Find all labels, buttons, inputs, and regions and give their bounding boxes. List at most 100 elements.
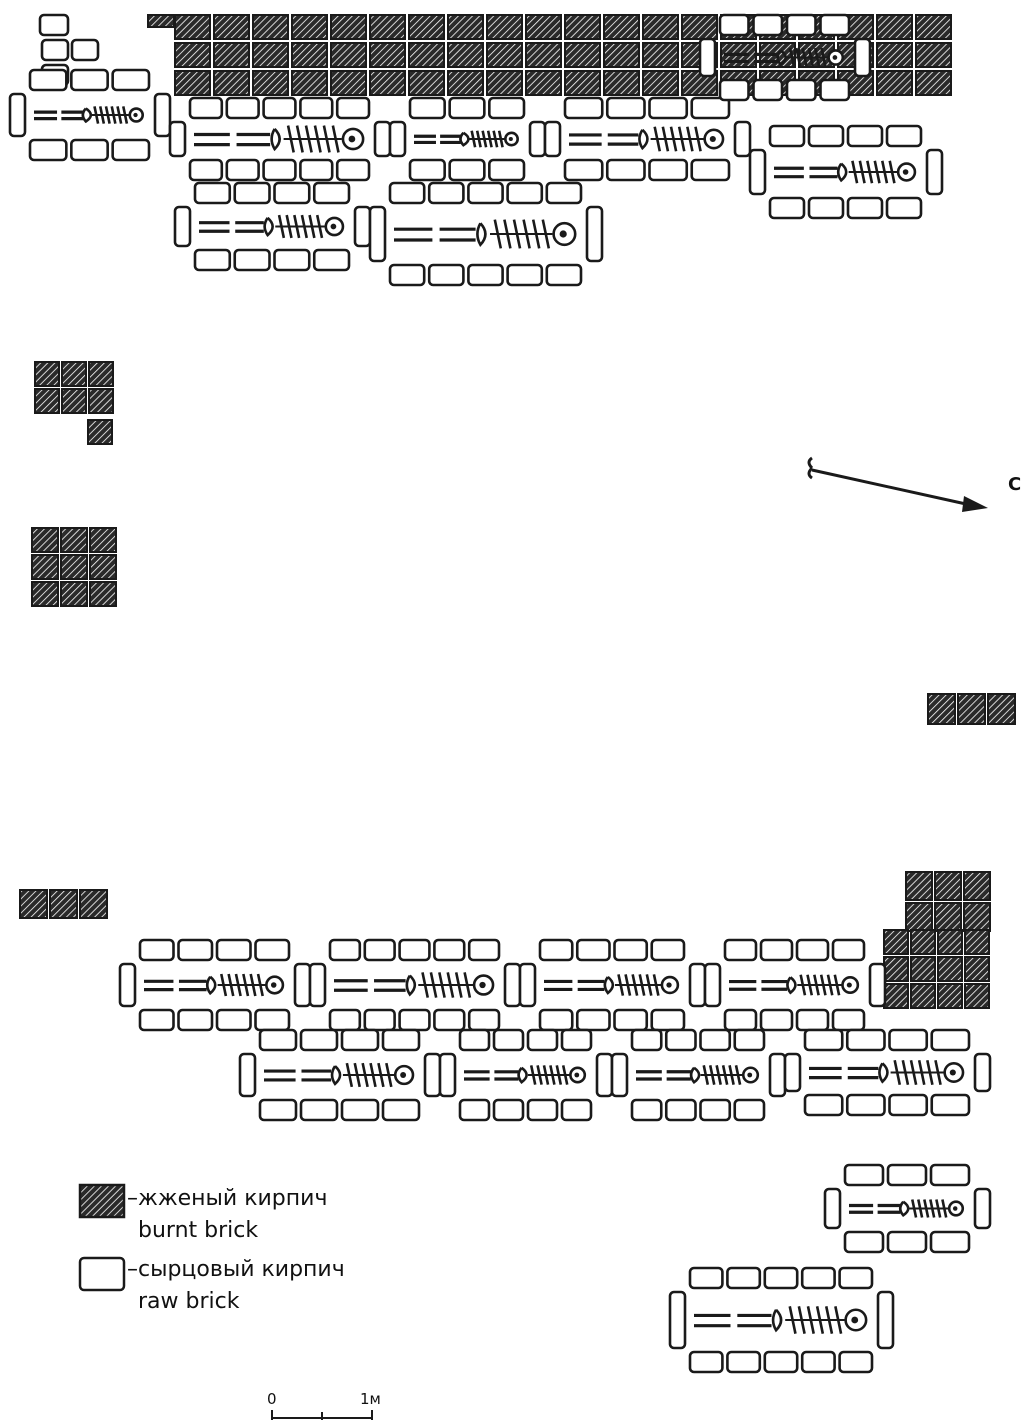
raw-brick <box>885 124 923 148</box>
burnt-brick <box>252 70 289 96</box>
raw-brick <box>173 205 192 248</box>
burnt-brick <box>408 42 445 68</box>
burnt-brick <box>31 581 59 607</box>
legend-raw-label-ru: сырцовый кирпич <box>138 1257 345 1282</box>
raw-brick <box>783 1052 802 1093</box>
raw-brick <box>929 1230 971 1254</box>
burnt-brick <box>642 42 679 68</box>
raw-brick <box>258 1098 298 1122</box>
raw-brick <box>368 205 387 263</box>
skeleton-icon <box>34 106 145 124</box>
skeleton-icon <box>199 214 345 239</box>
burnt-brick <box>681 14 718 40</box>
raw-brick <box>448 96 486 120</box>
raw-brick <box>690 96 731 120</box>
skeleton-icon <box>774 160 917 184</box>
raw-brick <box>528 120 547 158</box>
raw-brick <box>807 196 845 220</box>
burnt-brick <box>330 70 367 96</box>
burnt-brick <box>915 70 952 96</box>
raw-brick <box>690 158 731 182</box>
raw-brick <box>518 962 537 1008</box>
raw-brick <box>538 1008 574 1032</box>
burnt-brick <box>87 419 113 445</box>
raw-brick <box>888 1028 929 1052</box>
raw-brick <box>763 1350 799 1374</box>
skeleton-icon <box>264 1062 415 1088</box>
raw-brick <box>225 158 260 182</box>
burnt-brick <box>603 70 640 96</box>
raw-brick-layer <box>8 13 992 1374</box>
raw-brick <box>262 96 297 120</box>
skeleton-icon <box>464 1065 587 1085</box>
burnt-brick <box>937 983 963 1009</box>
burnt-brick <box>369 42 406 68</box>
raw-brick <box>752 13 784 37</box>
raw-brick <box>118 962 137 1008</box>
raw-brick <box>233 248 271 272</box>
raw-brick <box>538 938 574 962</box>
north-label: С <box>1008 474 1021 495</box>
raw-brick <box>752 78 784 102</box>
burnt-brick <box>915 42 952 68</box>
legend-raw-label-en: raw brick <box>138 1289 240 1314</box>
burnt-brick <box>79 889 108 919</box>
raw-brick <box>215 1008 252 1032</box>
raw-brick <box>831 1008 866 1032</box>
raw-brick <box>718 78 750 102</box>
raw-brick <box>800 1266 836 1290</box>
raw-brick <box>40 38 70 62</box>
raw-brick <box>630 1098 663 1122</box>
raw-brick <box>803 1028 844 1052</box>
raw-brick <box>876 1290 895 1350</box>
raw-brick <box>328 938 362 962</box>
raw-brick <box>930 1093 971 1117</box>
raw-brick <box>648 158 689 182</box>
raw-brick <box>925 148 944 196</box>
raw-brick <box>563 96 604 120</box>
raw-brick <box>831 938 866 962</box>
burnt-brick <box>147 14 175 28</box>
raw-brick <box>423 1052 442 1098</box>
raw-brick <box>138 938 175 962</box>
burnt-brick <box>486 42 523 68</box>
raw-brick <box>299 96 334 120</box>
burnt-brick <box>486 70 523 96</box>
burnt-brick <box>31 554 59 580</box>
skeleton-icon <box>544 974 680 996</box>
raw-brick <box>28 138 68 162</box>
raw-brick <box>886 1230 928 1254</box>
burnt-brick <box>910 956 936 982</box>
raw-brick <box>273 248 311 272</box>
raw-brick <box>488 158 526 182</box>
raw-brick <box>238 1052 257 1098</box>
raw-brick <box>254 1008 291 1032</box>
raw-brick <box>846 196 884 220</box>
burnt-brick <box>934 871 962 901</box>
burnt-brick <box>330 42 367 68</box>
raw-brick <box>363 938 396 962</box>
raw-brick <box>726 1266 762 1290</box>
raw-brick <box>650 938 686 962</box>
raw-brick <box>408 96 446 120</box>
raw-brick <box>668 1290 687 1350</box>
raw-brick <box>293 962 312 1008</box>
raw-brick <box>312 181 351 205</box>
raw-brick <box>846 124 884 148</box>
raw-brick <box>299 1028 339 1052</box>
raw-brick <box>605 96 646 120</box>
skeleton-icon <box>569 126 725 152</box>
raw-brick <box>785 13 817 37</box>
raw-brick <box>763 1266 799 1290</box>
burnt-brick <box>905 902 933 932</box>
raw-brick <box>545 181 583 205</box>
raw-brick <box>448 158 486 182</box>
skeleton-icon <box>144 973 285 997</box>
raw-brick <box>433 938 466 962</box>
raw-brick <box>299 1098 339 1122</box>
raw-brick <box>699 1028 732 1052</box>
burnt-brick <box>291 42 328 68</box>
raw-brick <box>575 1008 611 1032</box>
burnt-brick <box>89 554 117 580</box>
